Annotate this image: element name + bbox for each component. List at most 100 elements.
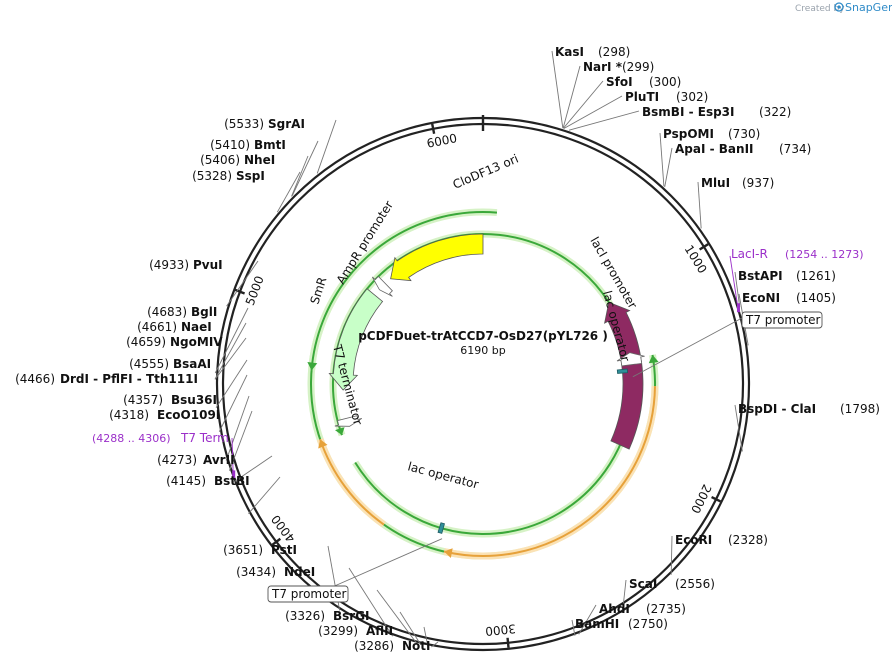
features (328, 233, 645, 534)
leader-22 (214, 337, 247, 380)
lacI-label: lacI (593, 206, 616, 231)
leader-30 (348, 567, 393, 637)
t7-orf-head (335, 427, 345, 436)
leader-1 (562, 65, 581, 129)
tick-label-3000: 3000 (485, 621, 517, 638)
tick-5000 (234, 288, 246, 295)
site-bsmBI-esp3I: BsmBI - Esp3I (642, 105, 734, 119)
leader-15 (316, 119, 337, 174)
primer-lacI-R: LacI-R (731, 247, 768, 261)
leader-34 (431, 641, 439, 648)
site-ndeI: NdeI (284, 565, 315, 579)
feature-lac-operator-right (616, 368, 628, 374)
site-notI-pos: (3286) (354, 639, 394, 653)
site-bspDI-claI: BspDI - ClaI (738, 402, 816, 416)
site-bsu36I: Bsu36I (171, 393, 217, 407)
orf-right-arc (443, 386, 656, 557)
site-mluI-pos: (937) (742, 176, 774, 190)
created-by-text: Created by (795, 4, 845, 14)
leader-19 (226, 260, 259, 307)
site-pvuI: PvuI (193, 258, 223, 272)
site-bsaAI-pos: (4555) (129, 357, 169, 371)
leader-21 (214, 322, 247, 380)
site-aflII-pos: (3299) (318, 624, 358, 638)
snapgene-logo-icon (834, 2, 844, 12)
site-sfoI: SfoI (606, 75, 633, 89)
site-sgrAI-pos: (5533) (224, 117, 264, 131)
smR-label: SmR (308, 275, 330, 306)
leader-14 (571, 619, 576, 636)
site-ngoMIV-pos: (4659) (126, 335, 166, 349)
site-bstBI: BstBI (214, 474, 250, 488)
tick-label-5000: 5000 (243, 274, 267, 308)
site-kasI-pos: (298) (598, 45, 630, 59)
leader-28 (248, 476, 281, 514)
site-notI: NotI (402, 639, 431, 653)
plasmid-name: pCDFDuet-trAtCCD7-OsD27(pYL726 ) (358, 329, 608, 343)
leader-13 (578, 604, 597, 635)
site-naeI-pos: (4661) (137, 320, 177, 334)
site-bstAPI-pos: (1261) (796, 269, 836, 283)
site-bmtI-pos: (5410) (210, 138, 250, 152)
site-ecoRI: EcoRI (675, 533, 712, 547)
orf-left-halo (316, 438, 386, 528)
lacI-orf-head (648, 354, 659, 364)
site-sspI: SspI (236, 169, 265, 183)
plasmid-size: 6190 bp (460, 344, 505, 357)
site-bsrGI: BsrGI (333, 609, 370, 623)
tick-label-6000: 6000 (426, 131, 459, 151)
site-bsrGI-pos: (3326) (285, 609, 325, 623)
t7-promoter-bottom-label: T7 promoter (271, 587, 347, 601)
site-aflII: AflII (366, 624, 393, 638)
leader-8 (734, 271, 741, 308)
site-pluTI-pos: (302) (676, 90, 708, 104)
tick-4000 (271, 537, 282, 546)
tick-2000 (711, 495, 722, 503)
orf-left-arc (319, 438, 385, 526)
site-bamHI: BamHI (575, 617, 619, 631)
lac-operator-bottom-label: lac operator (406, 459, 480, 491)
primer-t7-term-leader (231, 437, 234, 476)
site-scaI: ScaI (629, 577, 657, 591)
site-ndeI-pos: (3434) (236, 565, 276, 579)
site-apaI-banII-pos: (734) (779, 142, 811, 156)
leader-10 (734, 404, 743, 452)
site-ngoMIV: NgoMIV (170, 335, 223, 349)
leader-25 (225, 395, 250, 461)
leader-7 (697, 181, 702, 229)
site-narI: NarI * (583, 60, 623, 74)
site-nheI: NheI (244, 153, 275, 167)
tick-6000 (431, 123, 436, 134)
feature-SmR (328, 288, 384, 391)
site-nheI-pos: (5406) (200, 153, 240, 167)
feature-lacI (604, 301, 644, 450)
site-ecoRI-pos: (2328) (728, 533, 768, 547)
leader-27 (233, 455, 273, 483)
leader-2 (563, 80, 604, 129)
site-ahdI-pos: (2735) (646, 602, 686, 616)
site-avrII: AvrII (203, 453, 235, 467)
primer-lacI-R-pos: (1254 .. 1273) (785, 248, 864, 261)
leader-0 (551, 50, 564, 129)
snapgene-brand: SnapGene (845, 1, 892, 14)
t7-promoter-right-leader (632, 317, 743, 378)
site-sspI-pos: (5328) (192, 169, 232, 183)
site-pvuI-pos: (4933) (149, 258, 189, 272)
site-ahdI: AhdI (599, 602, 630, 616)
site-bsaAI: BsaAI (173, 357, 211, 371)
site-ecoNI-pos: (1405) (796, 291, 836, 305)
site-sgrAI: SgrAI (268, 117, 305, 131)
site-bspDI-claI-pos: (1798) (840, 402, 880, 416)
leader-18 (276, 171, 301, 213)
site-ecoO109I: EcoO109I (157, 408, 220, 422)
site-bglI-pos: (4683) (147, 305, 187, 319)
primer-lacI-R-leader (729, 255, 739, 309)
sites-left: (5533) SgrAI (5410) BmtI (5406) NheI (53… (15, 117, 430, 653)
orf-left-head (318, 439, 328, 449)
leader-33 (423, 626, 429, 647)
leader-24 (218, 374, 248, 432)
primer-lacI-R-mark (736, 303, 740, 313)
smr-orf-arc (310, 276, 349, 371)
t7-promoter-right-label: T7 promoter (745, 313, 821, 327)
cloDF13-ori-label: CloDF13 ori (451, 152, 521, 192)
